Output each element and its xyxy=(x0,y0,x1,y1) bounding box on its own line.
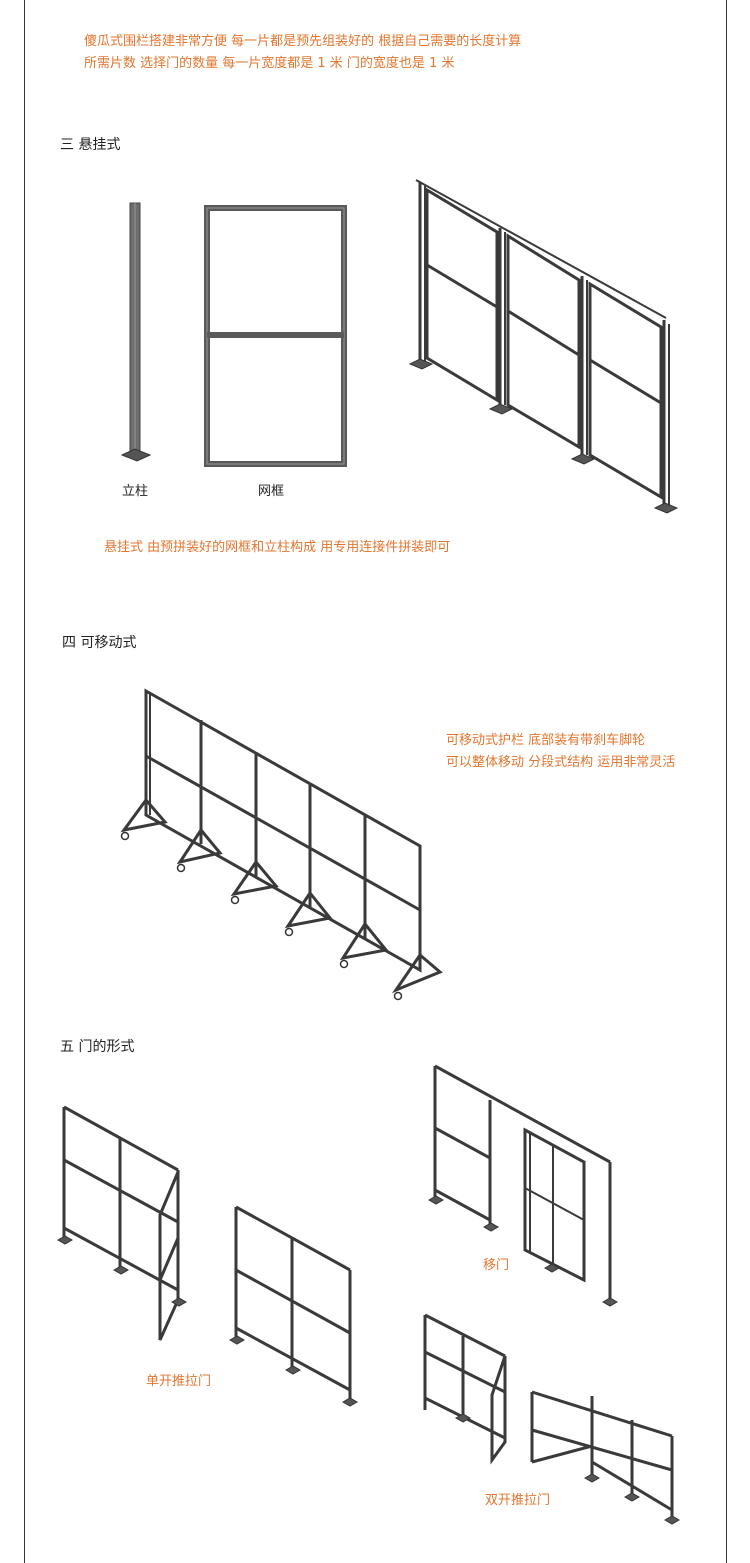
single-door-label: 单开推拉门 xyxy=(146,1374,212,1389)
section-4-desc-line-1: 可移动式护栏 底部装有带刹车脚轮 xyxy=(446,733,646,748)
intro-line-2: 所需片数 选择门的数量 每一片宽度都是 1 米 门的宽度也是 1 米 xyxy=(84,56,455,71)
post-illustration xyxy=(120,202,152,462)
sliding-door-illustration xyxy=(427,1064,619,1307)
intro-line-1: 傻瓜式围栏搭建非常方便 每一片都是预先组装好的 根据自己需要的长度计算 xyxy=(84,34,522,49)
mesh-frame-illustration xyxy=(204,205,347,467)
frame-label: 网框 xyxy=(258,484,285,499)
section-5-title: 五 门的形式 xyxy=(60,1039,135,1055)
page-border-left xyxy=(24,0,25,1563)
page-border-right xyxy=(726,0,727,1563)
sliding-door-label: 移门 xyxy=(483,1258,510,1273)
panel-pair-illustration xyxy=(228,1205,359,1407)
section-3-description: 悬挂式 由预拼装好的网框和立柱构成 用专用连接件拼装即可 xyxy=(104,540,451,555)
single-door-illustration xyxy=(56,1105,188,1341)
hanging-fence-illustration xyxy=(408,179,679,514)
double-door-illustration xyxy=(423,1313,681,1525)
movable-fence-illustration xyxy=(120,688,443,1001)
double-door-label: 双开推拉门 xyxy=(485,1493,551,1508)
section-4-desc-line-2: 可以整体移动 分段式结构 运用非常灵活 xyxy=(446,755,676,770)
section-4-title: 四 可移动式 xyxy=(62,635,137,651)
section-3-title: 三 悬挂式 xyxy=(60,137,121,153)
post-label: 立柱 xyxy=(122,484,149,499)
